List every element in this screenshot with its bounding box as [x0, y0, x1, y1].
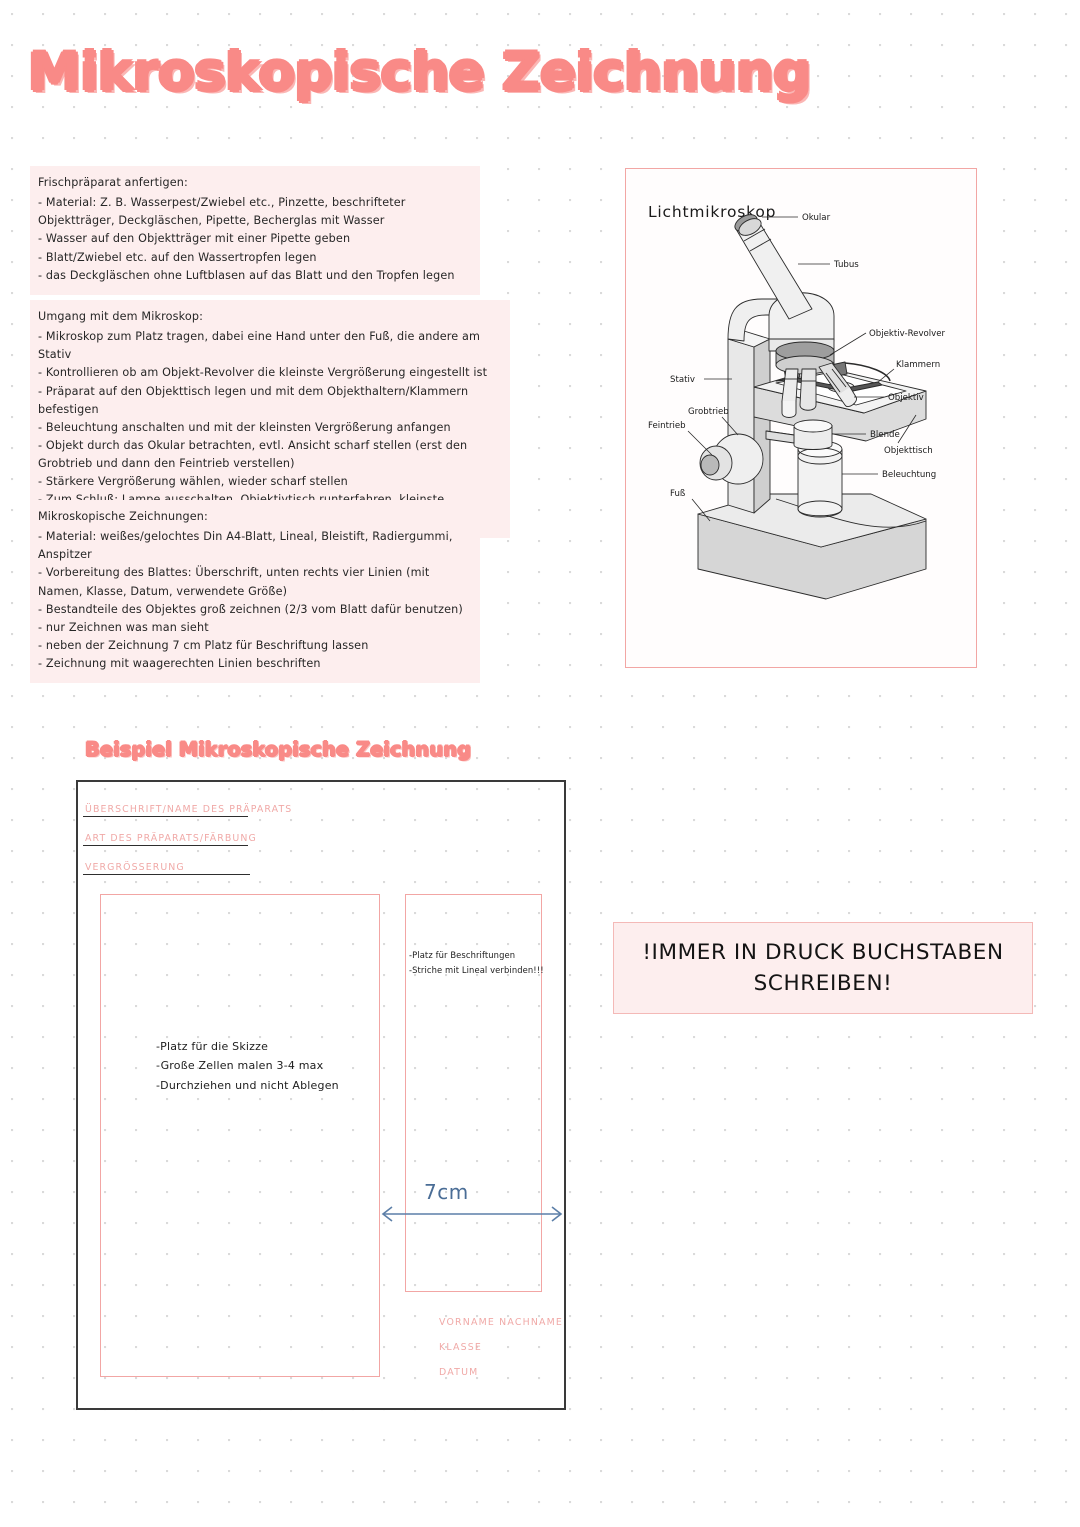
note-line: - nur Zeichnen was man sieht — [38, 620, 209, 634]
label-okular: Okular — [802, 213, 831, 223]
note-block-mikroskopische-zeichnungen: Mikroskopische Zeichnungen: - Material: … — [30, 500, 480, 684]
note-block-frischpraeparat: Frischpräparat anfertigen: - Material: Z… — [30, 166, 480, 295]
measurement-annotation: 7cm — [378, 1180, 568, 1240]
callout-druckbuchstaben: !IMMER IN DRUCK BUCHSTABEN SCHREIBEN! — [613, 922, 1033, 1014]
example-section-heading: Beispiel Mikroskopische Zeichnung — [85, 738, 472, 761]
note-line: - neben der Zeichnung 7 cm Platz für Bes… — [38, 638, 369, 652]
sketch-note-line: -Platz für die Skizze — [156, 1040, 269, 1053]
label-fuss: Fuß — [670, 489, 686, 499]
note-line: - Blatt/Zwiebel etc. auf den Wassertropf… — [38, 250, 317, 264]
note-line: - Beleuchtung anschalten und mit der kle… — [38, 420, 451, 434]
note-line: - Stärkere Vergrößerung wählen, wieder s… — [38, 475, 348, 489]
callout-line-1: !IMMER IN DRUCK BUCHSTABEN — [642, 939, 1004, 965]
field-label: DATUM — [439, 1367, 479, 1378]
note-line: - Kontrollieren ob am Objekt-Revolver di… — [38, 366, 488, 380]
label-note-line: -Platz für Beschriftungen — [409, 950, 516, 960]
measurement-label: 7cm — [424, 1180, 469, 1204]
note-line: - Zeichnung mit waagerechten Linien besc… — [38, 657, 321, 671]
sketch-area-notes: -Platz für die Skizze -Große Zellen male… — [156, 1037, 339, 1095]
note-line: - Präparat auf den Objekttisch legen und… — [38, 384, 469, 416]
label-note-line: -Striche mit Lineal verbinden!!! — [409, 964, 544, 975]
microscope-diagram-panel: Lichtmikroskop — [625, 168, 977, 668]
example-a4-sheet: ÜBERSCHRIFT/NAME DES PRÄPARATS ART DES P… — [76, 780, 566, 1410]
field-label: KLASSE — [439, 1342, 483, 1353]
note-line: - Bestandteile des Objektes groß zeichne… — [38, 602, 463, 616]
label-tubus: Tubus — [833, 260, 859, 270]
field-art-des-praeparats: ART DES PRÄPARATS/FÄRBUNG — [83, 833, 257, 846]
field-rule — [83, 874, 250, 875]
page-title: Mikroskopische Zeichnung — [28, 42, 811, 103]
field-datum: DATUM — [436, 1367, 568, 1378]
note-line: - Mikroskop zum Platz tragen, dabei eine… — [38, 330, 481, 362]
field-vorname-nachname: VORNAME NACHNAME — [436, 1317, 568, 1328]
field-rule — [83, 845, 248, 846]
note-line: - Material: Z. B. Wasserpest/Zwiebel etc… — [38, 196, 406, 228]
note-heading: Mikroskopische Zeichnungen: — [38, 510, 208, 523]
note-heading: Umgang mit dem Mikroskop: — [38, 310, 203, 323]
sketch-note-line: -Große Zellen malen 3-4 max — [156, 1059, 324, 1073]
measurement-arrow-icon — [381, 1206, 563, 1222]
field-label: VERGRÖSSERUNG — [85, 862, 185, 873]
field-ueberschrift: ÜBERSCHRIFT/NAME DES PRÄPARATS — [83, 804, 292, 817]
note-line: - Vorbereitung des Blattes: Überschrift,… — [38, 566, 430, 598]
sketch-note-line: -Durchziehen und nicht Ablegen — [156, 1078, 339, 1092]
label-objektiv: Objektiv — [888, 393, 924, 403]
field-vergroesserung: VERGRÖSSERUNG — [83, 862, 250, 875]
label-objekttisch: Objekttisch — [884, 446, 933, 456]
label-objektiv-revolver: Objektiv-Revolver — [869, 329, 946, 339]
label-grobtrieb: Grobtrieb — [688, 407, 729, 417]
footer-fields: VORNAME NACHNAME KLASSE DATUM — [436, 1317, 568, 1392]
field-klasse: KLASSE — [436, 1342, 568, 1353]
label-blende: Blende — [870, 430, 900, 440]
field-label: ÜBERSCHRIFT/NAME DES PRÄPARATS — [85, 804, 293, 815]
sketch-area-box — [100, 894, 380, 1377]
note-heading: Frischpräparat anfertigen: — [38, 176, 188, 189]
labeling-area-box — [405, 894, 542, 1292]
label-stativ: Stativ — [670, 375, 695, 385]
field-label: VORNAME NACHNAME — [439, 1317, 564, 1328]
callout-line-2: SCHREIBEN! — [753, 971, 893, 996]
field-label: ART DES PRÄPARATS/FÄRBUNG — [85, 833, 257, 844]
note-line: - Wasser auf den Objektträger mit einer … — [38, 232, 351, 246]
field-rule — [83, 816, 248, 817]
label-klammern: Klammern — [896, 360, 940, 370]
labeling-area-notes: -Platz für Beschriftungen -Striche mit L… — [409, 948, 544, 977]
label-feintrieb: Feintrieb — [648, 421, 686, 431]
callout-text: !IMMER IN DRUCK BUCHSTABEN SCHREIBEN! — [642, 937, 1003, 999]
note-line: - Material: weißes/gelochtes Din A4-Blat… — [38, 530, 453, 562]
microscope-illustration: Okular Tubus Objektiv-Revolver Objektiv … — [648, 213, 946, 600]
label-beleuchtung: Beleuchtung — [882, 470, 936, 480]
note-line: - Objekt durch das Okular betrachten, ev… — [38, 438, 468, 471]
note-line: - das Deckgläschen ohne Luftblasen auf d… — [38, 268, 455, 282]
